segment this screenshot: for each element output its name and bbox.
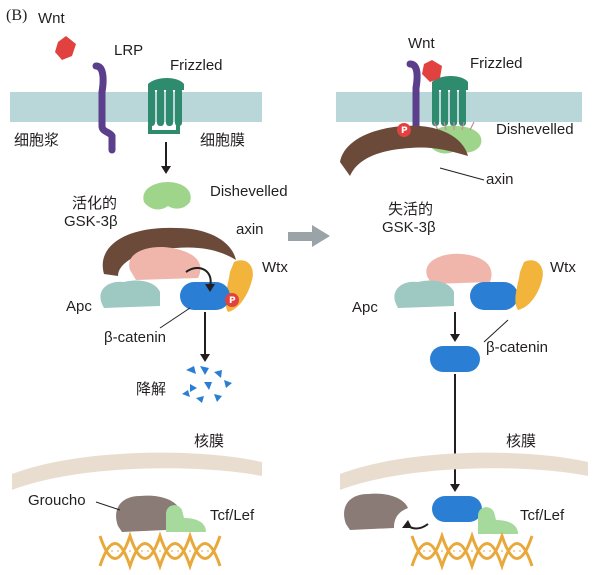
- wnt-ligand-left: [55, 36, 76, 60]
- tcf-lef-label-right: Tcf/Lef: [520, 507, 565, 524]
- lrp-receptor-left: [92, 62, 116, 154]
- frizzled-label-right: Frizzled: [470, 55, 523, 72]
- svg-text:P: P: [401, 126, 408, 136]
- beta-catenin-left: [180, 282, 230, 310]
- phospho-icon-left: [225, 293, 239, 307]
- beta-catenin-complex-right: [470, 282, 518, 310]
- phospho-icon-right: [397, 123, 411, 137]
- inactive-gsk-label-1: 失活的: [388, 200, 433, 218]
- wtx-label-right: Wtx: [550, 259, 576, 276]
- groucho-displaced: [344, 493, 408, 530]
- axin-label-left: axin: [236, 221, 264, 238]
- gsk3b-active: [129, 246, 201, 280]
- tcf-lef-right: [478, 507, 518, 534]
- axin-label-right: axin: [486, 171, 514, 188]
- cytoplasm-label: 细胞浆: [14, 131, 59, 149]
- dna-helix-left: [98, 531, 222, 571]
- tcf-lef-left: [166, 505, 206, 532]
- degraded-fragments-icon: [182, 366, 232, 403]
- dishevelled-label-right: Dishevelled: [496, 121, 574, 138]
- tcf-lef-label-left: Tcf/Lef: [210, 507, 255, 524]
- nuclear-membrane-right: [340, 452, 588, 490]
- axin-right: [340, 125, 468, 176]
- groucho-label: Groucho: [28, 492, 86, 509]
- lrp-label: LRP: [114, 42, 143, 59]
- wnt-label-right: Wnt: [408, 35, 436, 52]
- frizzled-receptor-left: [148, 78, 184, 134]
- apc-label-left: Apc: [66, 298, 92, 315]
- wtx-label-left: Wtx: [262, 259, 288, 276]
- panel-label: (B): [6, 7, 27, 24]
- wnt-ligand-right: [422, 60, 442, 82]
- groucho: [116, 495, 180, 532]
- cell-membrane-label: 细胞膜: [200, 131, 245, 149]
- apc-left: [100, 280, 160, 308]
- gsk3b-inactive: [426, 253, 492, 284]
- nuclear-membrane-label-left: 核膜: [194, 432, 224, 450]
- dishevelled-left: [143, 182, 191, 210]
- nuclear-membrane-left: [12, 452, 262, 490]
- inactive-gsk-label-2: GSK-3β: [382, 219, 436, 236]
- beta-catenin-nuclear: [432, 496, 482, 522]
- beta-catenin-label-left: β-catenin: [104, 329, 166, 346]
- cell-membrane-left: [10, 92, 262, 122]
- degradation-label: 降解: [136, 380, 166, 398]
- apc-right: [394, 280, 454, 308]
- nuclear-membrane-label-right: 核膜: [506, 432, 536, 450]
- wtx-right: [515, 260, 543, 310]
- beta-catenin-free-right: [430, 346, 480, 372]
- dishevelled-label-left: Dishevelled: [210, 183, 288, 200]
- transition-arrow-icon: [288, 225, 330, 247]
- beta-catenin-label-right: β-catenin: [486, 339, 548, 356]
- wnt-label-left: Wnt: [38, 10, 66, 27]
- right-panel: Wnt Frizzled Dishevelled axin P: [336, 35, 588, 571]
- left-panel: Wnt LRP Frizzled 细胞浆 细胞膜 Dishevelled 活化的…: [10, 10, 288, 571]
- dna-helix-right: [410, 531, 534, 571]
- lrp-receptor-right: [406, 60, 421, 132]
- active-gsk-label-1: 活化的: [72, 194, 117, 212]
- active-gsk-label-2: GSK-3β: [64, 213, 118, 230]
- axin-left: [102, 227, 236, 276]
- frizzled-label-left: Frizzled: [170, 57, 223, 74]
- frizzled-receptor-right: [432, 76, 468, 126]
- svg-text:P: P: [229, 296, 236, 306]
- phosphorylation-arrow-icon: [185, 267, 212, 287]
- apc-label-right: Apc: [352, 299, 378, 316]
